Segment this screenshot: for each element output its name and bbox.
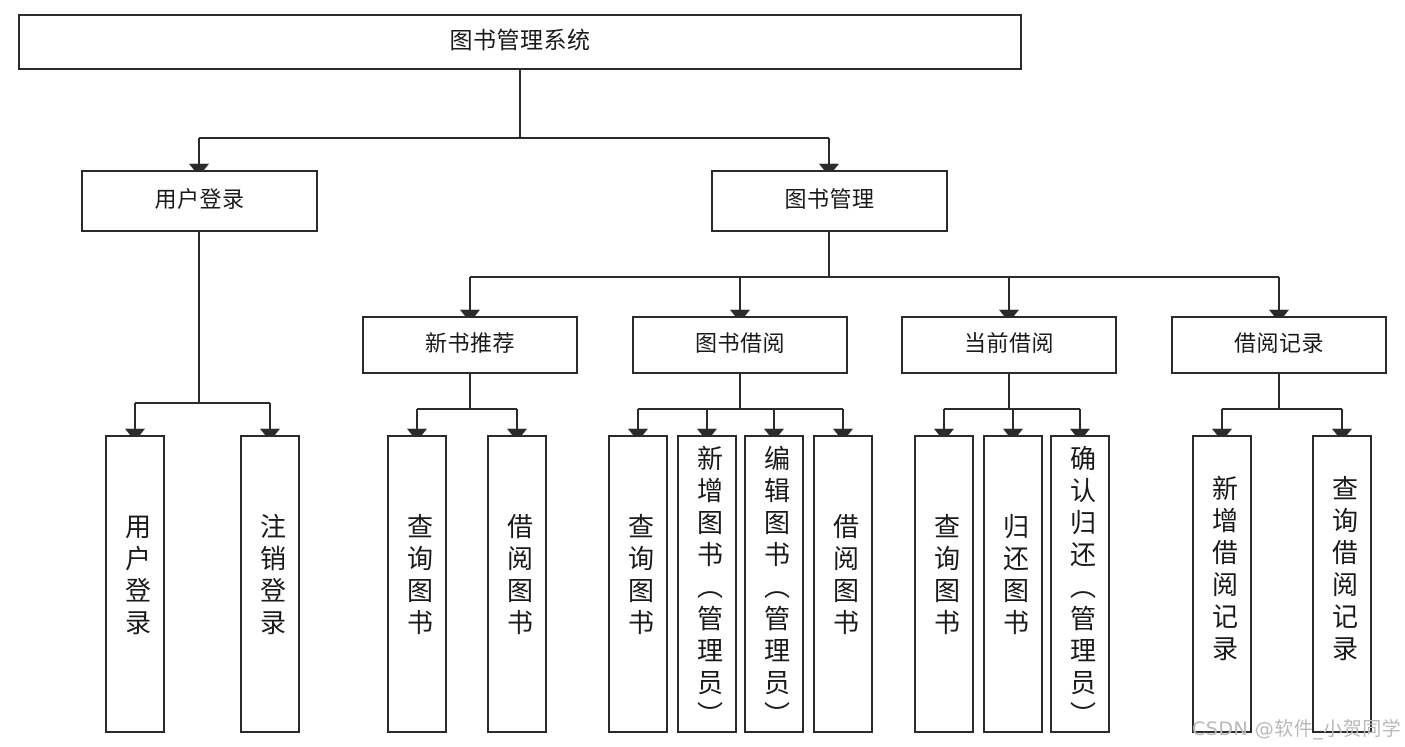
node-label: 图书管理 [784, 187, 875, 213]
node-n4[interactable]: 图书借阅 [632, 316, 848, 374]
node-label: 图书借阅 [694, 331, 785, 357]
node-n0[interactable]: 图书管理系统 [18, 14, 1022, 70]
node-label: 新书推荐 [424, 331, 515, 357]
node-label: 借阅记录 [1233, 331, 1324, 357]
node-label: 注销登录 [255, 513, 286, 641]
node-label: 查询图书 [929, 513, 960, 641]
node-n14[interactable]: 借阅图书 [813, 435, 873, 733]
node-label: 确认归还（管理员） [1065, 445, 1096, 733]
node-n17[interactable]: 确认归还（管理员） [1050, 435, 1110, 733]
node-n3[interactable]: 新书推荐 [362, 316, 578, 374]
node-n8[interactable]: 注销登录 [240, 435, 300, 733]
node-n7[interactable]: 用户登录 [105, 435, 165, 733]
node-n5[interactable]: 当前借阅 [901, 316, 1117, 374]
node-label: 当前借阅 [963, 331, 1054, 357]
node-label: 图书管理系统 [449, 28, 591, 55]
node-n11[interactable]: 查询图书 [608, 435, 668, 733]
node-label: 新增借阅记录 [1207, 475, 1238, 667]
node-n10[interactable]: 借阅图书 [487, 435, 547, 733]
node-label: 用户登录 [120, 513, 151, 641]
edges-group [124, 70, 1353, 442]
node-label: 查询图书 [623, 513, 654, 641]
node-n9[interactable]: 查询图书 [387, 435, 447, 733]
node-label: 新增图书（管理员） [692, 445, 723, 733]
node-n18[interactable]: 新增借阅记录 [1192, 435, 1252, 733]
node-label: 查询图书 [402, 513, 433, 641]
node-label: 用户登录 [154, 187, 245, 213]
node-label: 借阅图书 [828, 513, 859, 641]
node-n2[interactable]: 图书管理 [711, 170, 948, 232]
node-n16[interactable]: 归还图书 [983, 435, 1043, 733]
node-n15[interactable]: 查询图书 [914, 435, 974, 733]
node-label: 编辑图书（管理员） [759, 445, 790, 733]
node-label: 归还图书 [998, 513, 1029, 641]
node-label: 查询借阅记录 [1327, 475, 1358, 667]
node-n1[interactable]: 用户登录 [81, 170, 318, 232]
node-n13[interactable]: 编辑图书（管理员） [744, 435, 804, 733]
node-label: 借阅图书 [502, 513, 533, 641]
node-n19[interactable]: 查询借阅记录 [1312, 435, 1372, 733]
node-n12[interactable]: 新增图书（管理员） [677, 435, 737, 733]
node-n6[interactable]: 借阅记录 [1171, 316, 1387, 374]
